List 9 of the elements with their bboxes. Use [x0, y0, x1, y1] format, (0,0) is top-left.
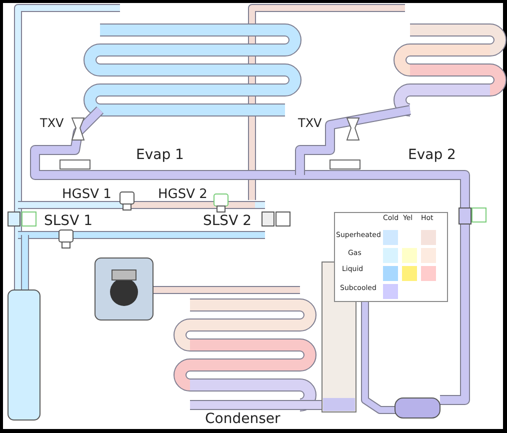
- component-label: SLSV 1: [44, 214, 93, 228]
- component-label: SLSV 2: [203, 214, 252, 228]
- component-label: Evap 2: [408, 148, 456, 162]
- component-label: Evap 1: [136, 148, 184, 162]
- component-label: Condenser: [205, 412, 280, 426]
- component-label: HGSV 2: [158, 188, 208, 201]
- component-label: TXV: [298, 117, 322, 129]
- component-label: HGSV 1: [62, 188, 112, 201]
- component-label: TXV: [40, 117, 64, 129]
